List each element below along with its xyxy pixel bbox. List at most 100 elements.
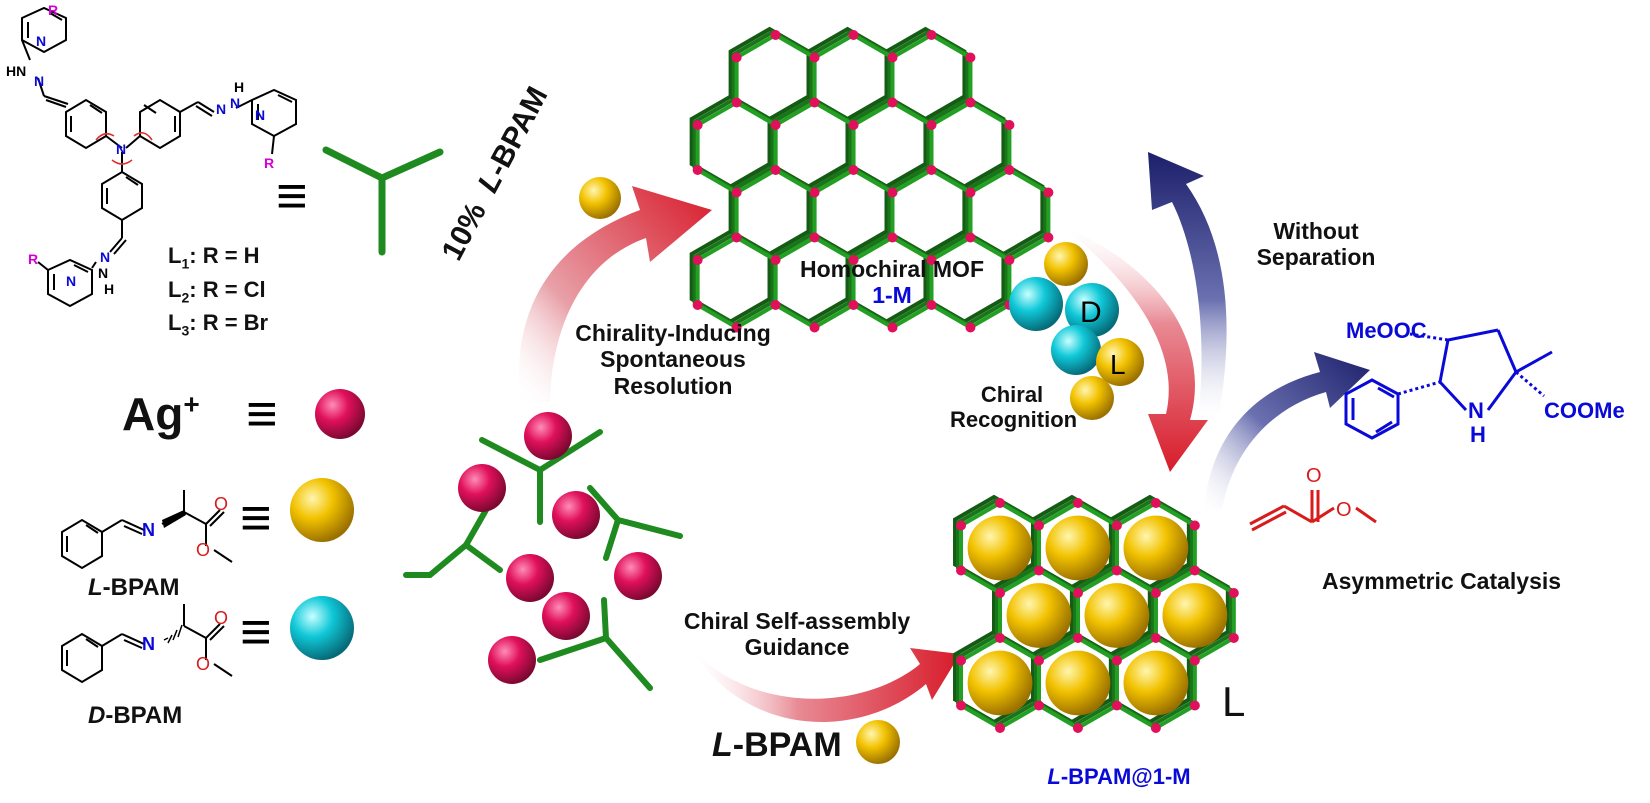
l-sphere bbox=[1096, 338, 1144, 386]
equiv-symbol-ag: ≡ bbox=[246, 384, 278, 444]
guest-l-sphere bbox=[1162, 583, 1228, 648]
ag-node bbox=[1228, 633, 1239, 643]
l-bpam-legend-label: L-BPAM bbox=[88, 574, 180, 601]
ligand-R-label: R bbox=[48, 2, 58, 18]
ag-node bbox=[809, 322, 820, 333]
self-assembly-caption: Chiral Self-assembly Guidance bbox=[683, 608, 911, 661]
ag-node bbox=[1033, 700, 1044, 711]
guest-l-sphere bbox=[1123, 650, 1189, 716]
l-bpam-wedge bbox=[162, 510, 186, 528]
ag-node bbox=[1072, 498, 1083, 508]
ag-node bbox=[1150, 633, 1161, 643]
ag-ion bbox=[506, 554, 554, 602]
homochiral-mof-title: Homochiral MOF 1-M bbox=[772, 256, 1012, 309]
induce-l-sphere bbox=[579, 177, 621, 219]
ag-node bbox=[692, 165, 703, 175]
ag-node bbox=[1004, 255, 1015, 265]
ligand-center-N: N bbox=[116, 141, 126, 157]
resolution-caption: Chirality-Inducing Spontaneous Resolutio… bbox=[575, 320, 771, 399]
tripod-ligand-symbol bbox=[322, 146, 444, 256]
pyrrolidine-H: H bbox=[1470, 422, 1486, 447]
ag-node bbox=[887, 52, 898, 63]
ag-node bbox=[965, 52, 976, 63]
guest-l-sphere bbox=[1084, 583, 1150, 648]
without-separation-caption: Without Separation bbox=[1256, 218, 1376, 271]
ag-node bbox=[926, 300, 937, 310]
ag-node bbox=[995, 588, 1005, 598]
ag-node bbox=[848, 165, 859, 175]
ag-node bbox=[965, 232, 976, 243]
ligand-N-label: N bbox=[100, 249, 110, 265]
ag-node bbox=[1189, 565, 1200, 576]
ag-node bbox=[770, 120, 781, 130]
ag-node bbox=[848, 120, 859, 130]
ag-node bbox=[692, 255, 703, 265]
ag-node bbox=[692, 300, 703, 310]
ag-node bbox=[809, 232, 820, 243]
ligand-N-label: N bbox=[255, 107, 265, 123]
l-bpam-O: O bbox=[214, 494, 228, 514]
ag-node bbox=[692, 120, 703, 130]
homochiral-mof-framework bbox=[689, 26, 1054, 333]
ag-node bbox=[965, 97, 976, 108]
ag-node bbox=[1150, 498, 1161, 508]
d-bpam-legend-label: D-BPAM bbox=[88, 702, 183, 729]
ag-node bbox=[731, 97, 742, 108]
ag-node bbox=[1111, 655, 1122, 666]
guest-l-sphere bbox=[1123, 515, 1189, 581]
l-bpam-O: O bbox=[196, 540, 210, 560]
ligand-R-label: R bbox=[264, 155, 274, 171]
d-bpam-O: O bbox=[196, 654, 210, 674]
ag-node bbox=[1004, 120, 1015, 130]
guest-l-sphere bbox=[1045, 650, 1111, 716]
ag-ion bbox=[614, 552, 662, 600]
ag-node bbox=[1189, 700, 1200, 711]
equiv-symbol-l: ≡ bbox=[240, 488, 272, 548]
ag-node bbox=[1150, 588, 1161, 598]
ligand-def-1: L1: R = H bbox=[168, 243, 260, 272]
agent-l-sphere bbox=[856, 720, 900, 764]
ag-ion bbox=[552, 491, 600, 539]
bottom-agent-label: L-BPAM bbox=[712, 726, 842, 764]
ag-node bbox=[1033, 565, 1044, 576]
ag-node bbox=[1072, 588, 1083, 598]
ligand-N-label: N bbox=[230, 95, 240, 111]
ag-node bbox=[887, 187, 898, 198]
d-bpam-N: N bbox=[142, 634, 155, 654]
ag-node bbox=[995, 723, 1005, 733]
recognition-spheres bbox=[1009, 242, 1144, 420]
product-mof-label: L-BPAM@1-M bbox=[1047, 764, 1191, 789]
d-sphere bbox=[1051, 325, 1101, 375]
l-sphere bbox=[1070, 376, 1114, 420]
ag-node bbox=[1189, 655, 1200, 666]
d-sphere bbox=[1009, 277, 1063, 331]
guest-l-sphere bbox=[1006, 583, 1072, 648]
recognition-arrow bbox=[1060, 224, 1208, 472]
mof-hexagon bbox=[1108, 629, 1191, 725]
l-bpam-mof-framework bbox=[953, 494, 1239, 733]
ag-node bbox=[887, 232, 898, 243]
ag-node bbox=[887, 322, 898, 333]
ag-node bbox=[731, 187, 742, 198]
ag-node bbox=[1043, 187, 1054, 198]
l-bpam-sphere-legend bbox=[290, 478, 354, 542]
mof-hexagon bbox=[923, 229, 1006, 324]
ligand-N-label: N bbox=[216, 101, 226, 117]
ligand-R-label: R bbox=[28, 251, 38, 267]
mof-hexagon bbox=[695, 235, 778, 330]
pyrrolidine-N: N bbox=[1468, 398, 1484, 423]
l-bpam-N: N bbox=[142, 520, 155, 540]
l-sphere bbox=[1044, 242, 1088, 286]
recognition-caption: Chiral Recognition bbox=[950, 382, 1078, 433]
ag-node bbox=[770, 255, 781, 265]
ag-node bbox=[1033, 520, 1044, 531]
pyrrolidine-product bbox=[1344, 328, 1553, 440]
ag-node bbox=[956, 520, 967, 531]
ag-node bbox=[848, 255, 859, 265]
ester-left-label: MeOOC bbox=[1346, 318, 1427, 343]
self-assembly-arrow bbox=[690, 648, 960, 723]
ag-node bbox=[1111, 520, 1122, 531]
acrylate-O: O bbox=[1336, 499, 1352, 521]
